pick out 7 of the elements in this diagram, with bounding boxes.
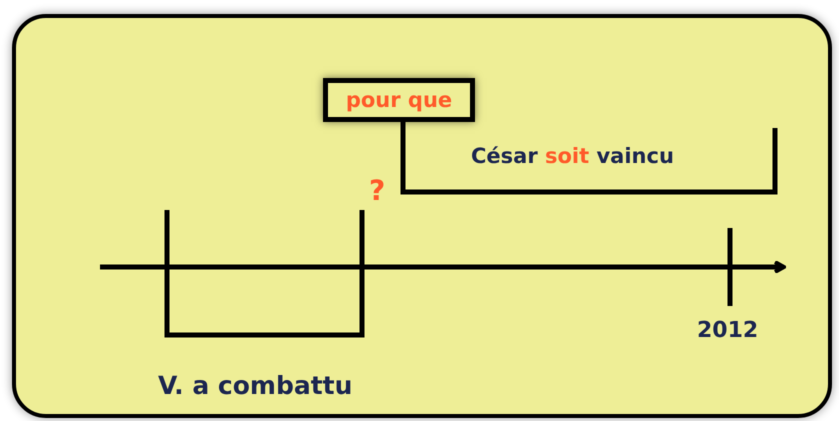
event-text: César soit vaincu [471, 144, 674, 168]
conjunction-text: pour que [346, 88, 452, 112]
year-label: 2012 [697, 318, 758, 343]
conjunction-box [323, 78, 475, 122]
event-text: V. a combattu [158, 371, 352, 400]
connector-line [400, 122, 406, 150]
question-mark: ? [369, 174, 386, 207]
